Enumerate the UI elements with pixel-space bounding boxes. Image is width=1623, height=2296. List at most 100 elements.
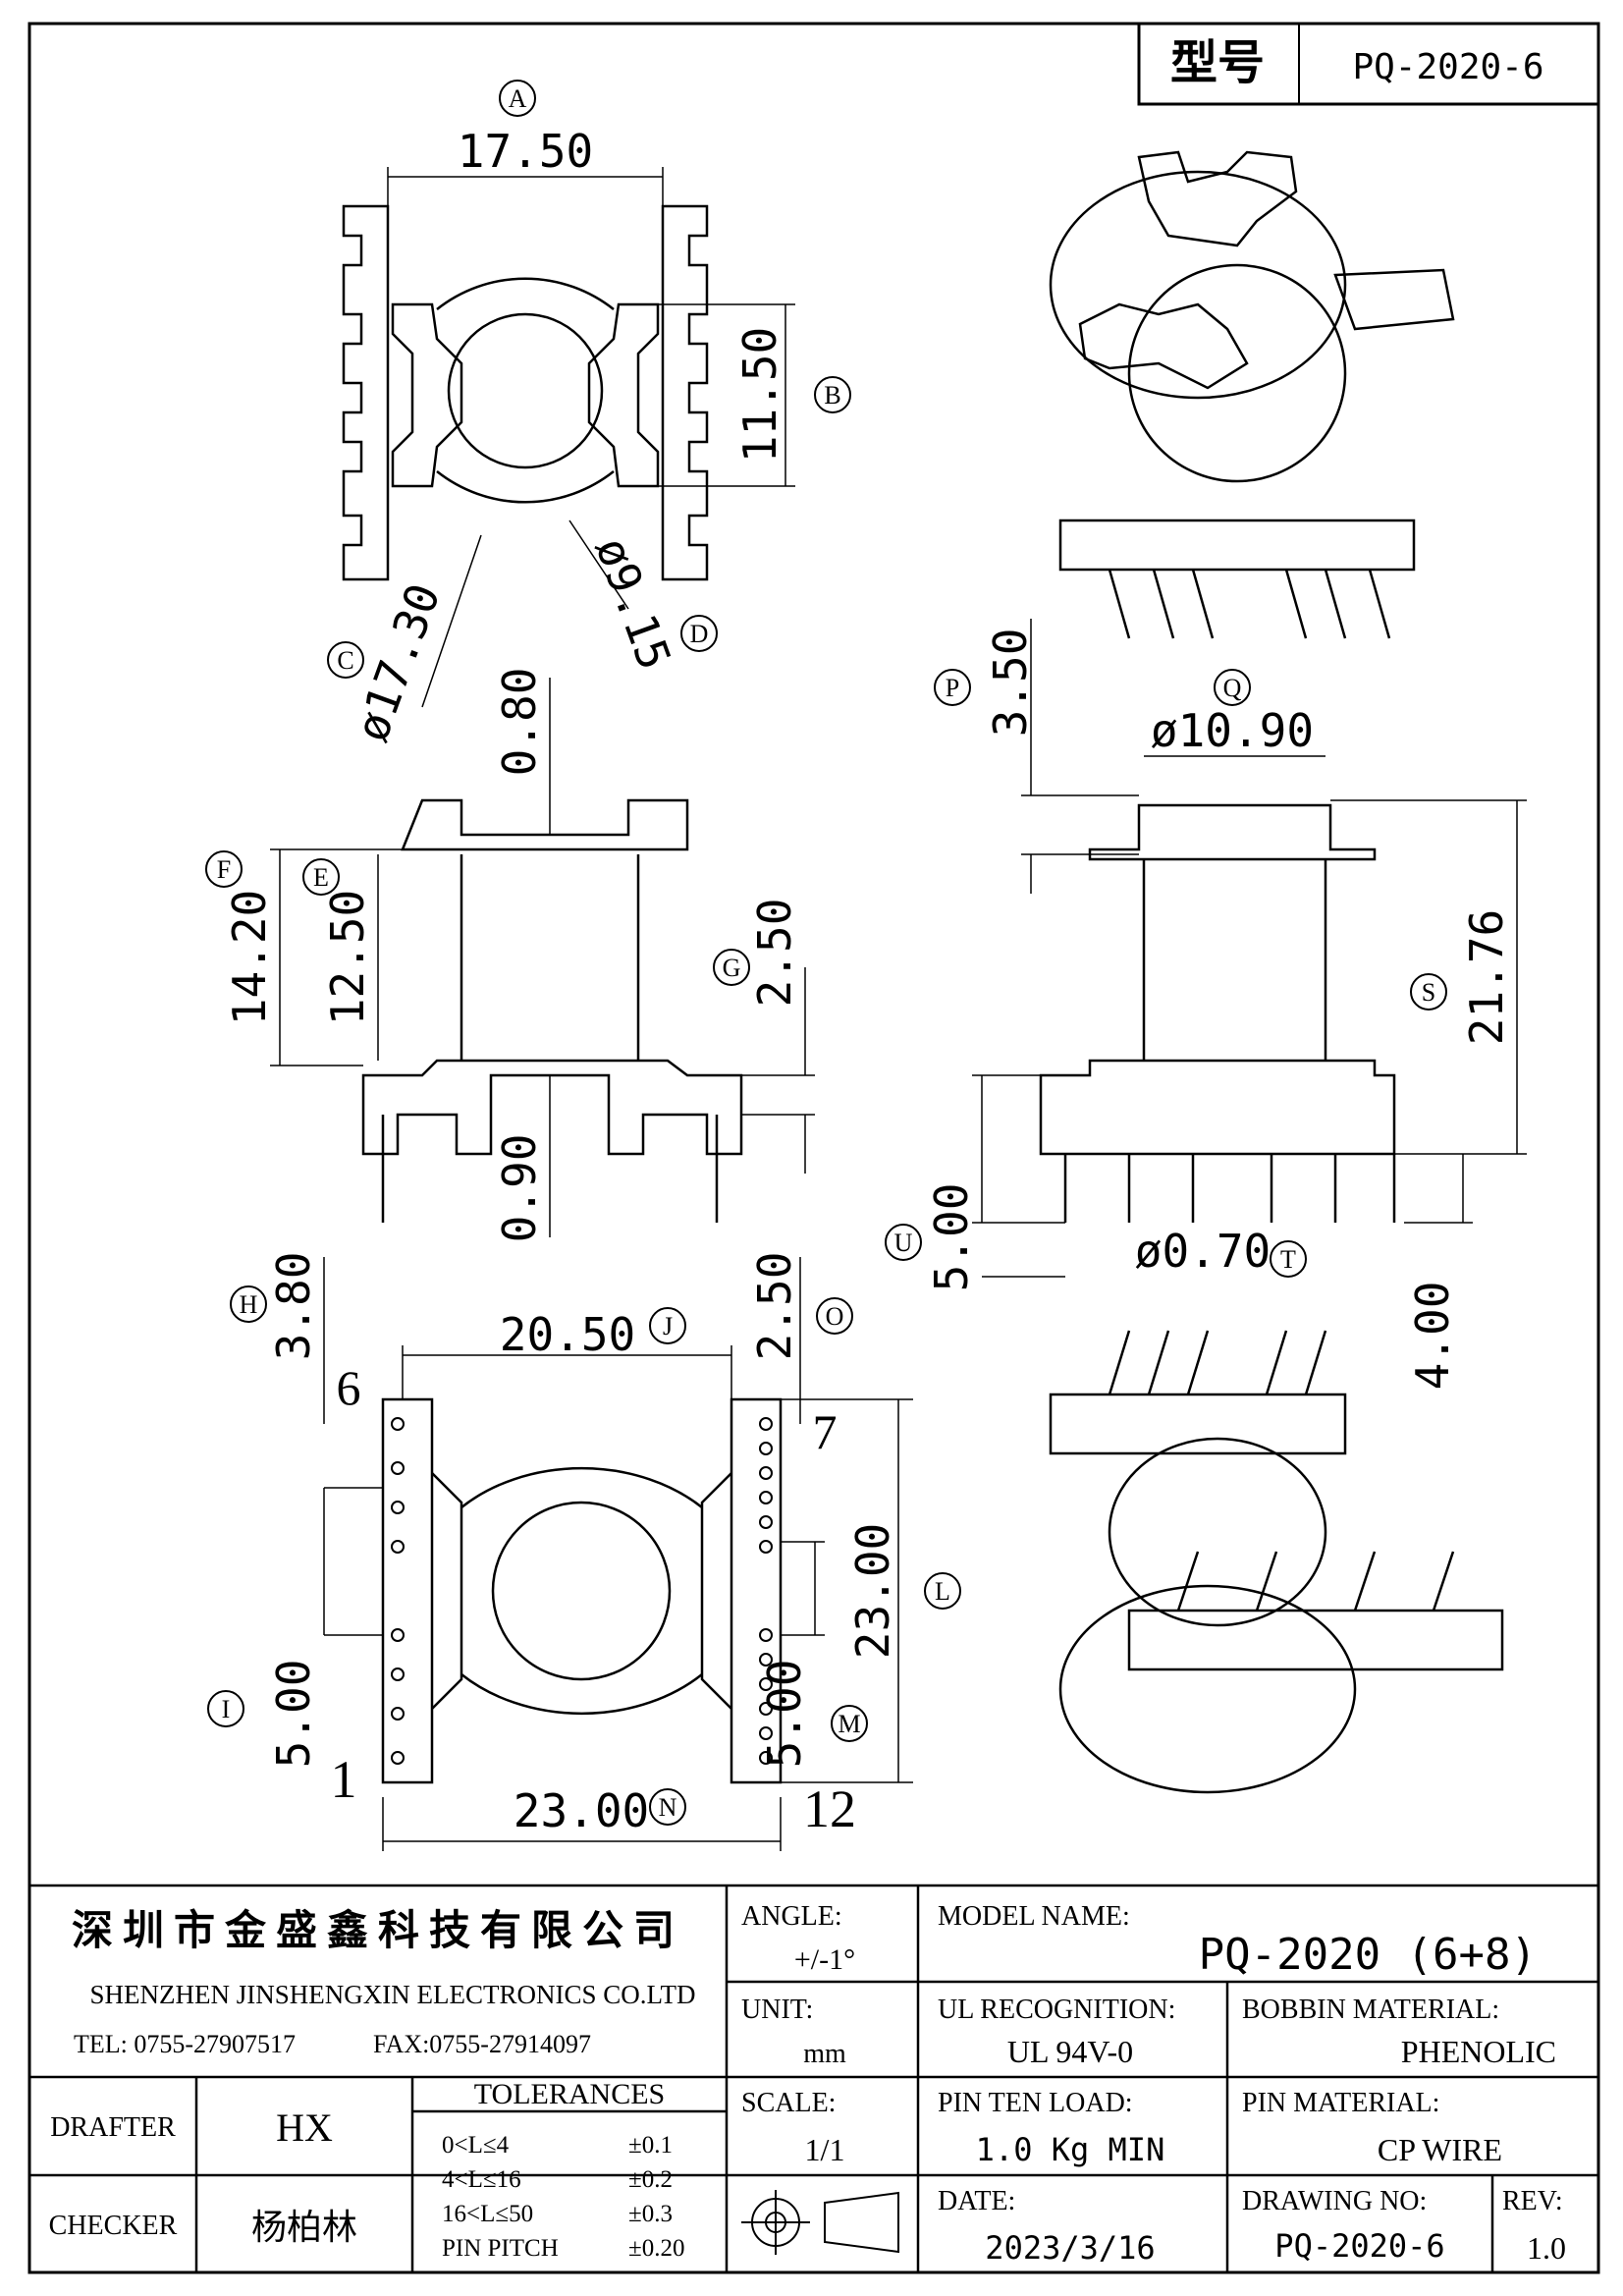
bobbin-material-label: BOBBIN MATERIAL: <box>1242 1995 1499 2025</box>
ul-label: UL RECOGNITION: <box>938 1995 1175 2025</box>
dim-b-value: 11.50 <box>733 327 786 463</box>
callout-u: U <box>885 1224 922 1261</box>
callout-f: F <box>205 850 243 888</box>
svg-text:D: D <box>690 620 709 648</box>
pin-ten-load-label: PIN TEN LOAD: <box>938 2088 1133 2118</box>
top-flange-arc-bottom <box>436 470 615 504</box>
scale-label: SCALE: <box>741 2088 836 2118</box>
callout-o: O <box>816 1297 853 1335</box>
svg-text:Q: Q <box>1223 674 1242 702</box>
iso-b-bottom-base <box>1127 1609 1504 1671</box>
iso-side-rail <box>1333 268 1455 331</box>
date-label: DATE: <box>938 2186 1015 2216</box>
front-top-flange <box>1088 803 1377 861</box>
company-name-en: SHENZHEN JINSHENGXIN ELECTRONICS CO.LTD <box>90 1980 696 2009</box>
model-box-label: 型号 <box>1170 37 1265 89</box>
callout-g: G <box>713 949 750 986</box>
iso-pin-a <box>1108 569 1131 639</box>
iso-top-clip <box>1137 150 1298 247</box>
callout-p: P <box>934 669 971 706</box>
svg-text:I: I <box>222 1695 231 1723</box>
pin-material-label: PIN MATERIAL: <box>1242 2088 1439 2118</box>
tol-range-4: PIN PITCH <box>442 2235 559 2262</box>
svg-text:U: U <box>894 1229 913 1257</box>
dim-n-value: 23.00 <box>514 1784 649 1837</box>
pin-12-label: 12 <box>803 1779 856 1838</box>
svg-text:B: B <box>824 381 840 410</box>
callout-b: B <box>814 376 851 413</box>
dim-u-value: 5.00 <box>925 1183 978 1292</box>
callout-m: M <box>831 1705 868 1742</box>
bottom-flange-arc-bottom <box>460 1673 703 1716</box>
iso-b-pin-e <box>1304 1330 1327 1395</box>
drafter-label: DRAFTER <box>50 2112 176 2143</box>
top-right-comb <box>661 204 709 581</box>
callout-c: C <box>327 641 364 679</box>
callout-d: D <box>680 615 718 652</box>
iso-pin-e <box>1324 569 1347 639</box>
side-left-dims <box>270 678 815 1237</box>
top-right-clip <box>587 302 660 488</box>
svg-text:F: F <box>217 855 231 884</box>
model-box: 型号 PQ-2020-6 <box>1137 22 1600 106</box>
drawing-no-label: DRAWING NO: <box>1242 2186 1427 2216</box>
iso-b-top-base <box>1049 1393 1347 1455</box>
drafter-value: HX <box>276 2105 333 2150</box>
iso-b-pin-i <box>1432 1551 1455 1612</box>
iso-pin-d <box>1284 569 1308 639</box>
side-top-flange <box>401 798 689 851</box>
iso-view-top <box>1049 150 1455 639</box>
callout-s: S <box>1410 973 1447 1011</box>
bottom-view <box>381 1397 783 1784</box>
tol-value-1: ±0.1 <box>628 2132 673 2159</box>
iso-b-flange-lower <box>1058 1584 1357 1794</box>
dim-s-value: 21.76 <box>1460 909 1513 1045</box>
callout-t: T <box>1270 1240 1307 1278</box>
pin-6-label: 6 <box>337 1360 361 1415</box>
bottom-pin-dots <box>391 1417 773 1765</box>
dim-g-value: 2.50 <box>748 899 801 1008</box>
model-name-label: MODEL NAME: <box>938 1901 1130 1932</box>
ul-value: UL 94V-0 <box>1007 2034 1133 2069</box>
tol-value-4: ±0.20 <box>628 2235 684 2262</box>
unit-label: UNIT: <box>741 1995 813 2025</box>
bobbin-material-value: PHENOLIC <box>1401 2034 1556 2069</box>
iso-b-pin-b <box>1147 1330 1170 1395</box>
callout-i: I <box>207 1690 244 1727</box>
dim-d-value: ø9.15 <box>585 530 681 677</box>
top-flange-arc-top <box>436 277 615 310</box>
svg-text:S: S <box>1422 978 1435 1007</box>
dim-m-value: 5.00 <box>758 1660 811 1769</box>
model-box-value: PQ-2020-6 <box>1352 47 1543 87</box>
top-view-dims <box>387 167 795 708</box>
svg-text:E: E <box>313 863 329 892</box>
pin-1-label: 1 <box>331 1750 357 1809</box>
angle-value: +/-1° <box>794 1943 855 1976</box>
rev-value: 1.0 <box>1527 2230 1566 2266</box>
iso-b-pin-c <box>1186 1330 1210 1395</box>
svg-text:T: T <box>1280 1245 1296 1274</box>
dim-bot-0-90: 0.90 <box>493 1134 546 1243</box>
date-value: 2023/3/16 <box>985 2229 1155 2267</box>
tol-value-2: ±0.2 <box>628 2166 673 2193</box>
pin-ten-load-value: 1.0 Kg MIN <box>976 2131 1165 2168</box>
unit-value: mm <box>803 2039 846 2069</box>
iso-pin-c <box>1191 569 1215 639</box>
front-dims <box>972 619 1527 1278</box>
svg-text:N: N <box>659 1793 677 1822</box>
callouts: A B C D P Q F E G S U T H J O L I M N <box>205 80 1447 1826</box>
core-hole <box>447 312 604 469</box>
tolerances-label: TOLERANCES <box>474 2078 665 2110</box>
dim-a-value: 17.50 <box>458 125 593 178</box>
side-view-left <box>361 798 743 1223</box>
projection-symbol <box>741 2190 899 2255</box>
dim-t-value: ø0.70 <box>1135 1225 1271 1278</box>
svg-text:C: C <box>337 646 353 675</box>
rev-label: REV: <box>1502 2186 1563 2216</box>
svg-text:O: O <box>826 1302 844 1331</box>
svg-text:M: M <box>838 1710 860 1738</box>
dim-j-value: 20.50 <box>500 1308 635 1361</box>
iso-b-pin-a <box>1108 1330 1131 1395</box>
pin-7-label: 7 <box>813 1404 838 1459</box>
drawing-no-value: PQ-2020-6 <box>1274 2227 1444 2265</box>
